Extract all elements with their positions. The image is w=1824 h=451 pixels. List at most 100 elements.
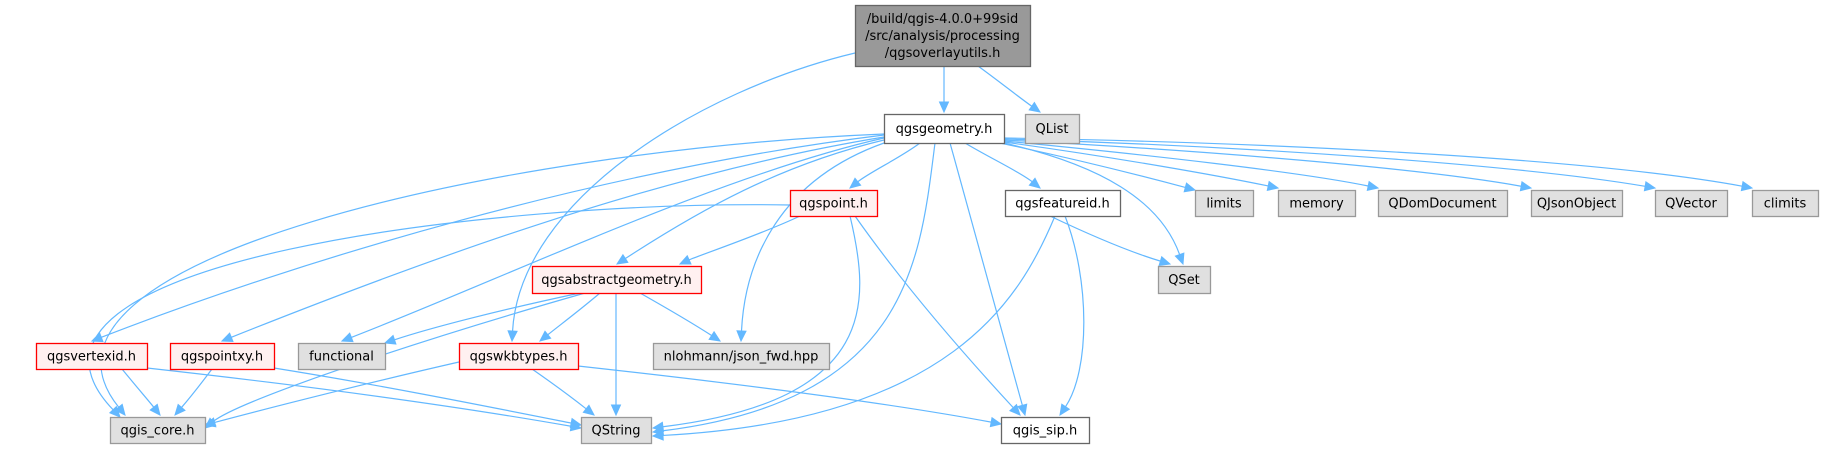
node-box (1024, 113, 1081, 145)
node-box (109, 416, 207, 445)
arrowhead-icon (507, 330, 518, 343)
node-qgspoint[interactable]: qgspoint.h (789, 189, 879, 218)
node-label: qgspoint.h (799, 197, 868, 212)
edge-line (231, 136, 885, 338)
edge-qgsgeometry-to-climits (1003, 137, 1754, 192)
node-label: qgsvertexid.h (47, 350, 136, 365)
edge-qgsgeometry-to-qgspointxy (220, 136, 885, 343)
edge-qgsgeometry-to-qset (1003, 142, 1185, 266)
edge-qgsabstractgeometry-to-qgswkbtypes (539, 292, 601, 342)
arrowhead-icon (615, 253, 629, 265)
edge-line (639, 292, 712, 337)
edge-line (688, 215, 801, 261)
node-qgsgeometry[interactable]: qgsgeometry.h (883, 113, 1006, 145)
edge-qgswkbtypes-to-qgis_core (203, 361, 460, 428)
arrowhead-icon (149, 403, 161, 416)
edge-qgspoint-to-qstring (651, 215, 861, 432)
node-qgis_sip[interactable]: qgis_sip.h (1000, 416, 1091, 445)
edge-line (351, 137, 885, 338)
node-label: qgis_core.h (121, 424, 195, 439)
edge-line (88, 204, 791, 411)
node-box (1751, 189, 1820, 218)
edge-qgspointxy-to-qgis_core (174, 368, 213, 416)
edge-root-to-qlist (977, 65, 1041, 113)
node-box (531, 265, 703, 295)
node-qgspointxy[interactable]: qgspointxy.h (169, 342, 276, 371)
node-climits: climits (1751, 189, 1820, 218)
arrowhead-icon (203, 417, 217, 428)
edge-qgsgeometry-to-qgsabstractgeometry (615, 139, 885, 265)
edge-line (547, 292, 601, 336)
edge-qgsfeatureid-to-qstring (651, 215, 1056, 441)
arrowhead-icon (736, 330, 747, 343)
node-label: qgsgeometry.h (896, 122, 993, 137)
node-label: QVector (1665, 197, 1717, 212)
node-box (169, 342, 276, 371)
arrowhead-icon (1028, 177, 1041, 189)
edge-line (857, 142, 921, 183)
edge-line (854, 215, 1014, 409)
node-box (1654, 189, 1729, 218)
edge-line (181, 368, 213, 408)
node-memory: memory (1277, 189, 1357, 218)
node-label: QDomDocument (1388, 197, 1496, 212)
arrowhead-icon (1017, 403, 1028, 417)
arrowhead-icon (708, 330, 722, 342)
node-box (1004, 189, 1122, 218)
edge-line (1003, 137, 1743, 187)
node-label: qgsfeatureid.h (1015, 197, 1109, 212)
node-box (1377, 189, 1509, 218)
node-limits: limits (1194, 189, 1255, 218)
arrowhead-icon (582, 404, 595, 416)
node-qgswkbtypes[interactable]: qgswkbtypes.h (458, 342, 580, 371)
edge-qgsabstractgeometry-to-json_fwd (639, 292, 722, 342)
edge-line (146, 367, 572, 427)
arrowhead-icon (1158, 255, 1172, 267)
node-json_fwd: nlohmann/json_fwd.hpp (652, 342, 831, 371)
arrowhead-icon (383, 334, 397, 345)
node-qgsabstractgeometry[interactable]: qgsabstractgeometry.h (531, 265, 703, 295)
node-qlist: QList (1024, 113, 1081, 145)
edge-qgswkbtypes-to-qgis_sip (577, 365, 1003, 428)
node-box (854, 4, 1032, 68)
edge-qgsgeometry-to-qgspoint (849, 142, 921, 189)
edge-qgspointxy-to-qstring (273, 367, 583, 429)
edge-line (394, 292, 581, 341)
edge-line (577, 365, 992, 423)
edge-qgsgeometry-to-functional (340, 137, 885, 343)
edge-line (964, 142, 1033, 183)
node-qgsvertexid[interactable]: qgsvertexid.h (35, 342, 149, 371)
arrowhead-icon (1028, 101, 1041, 113)
edge-qgsgeometry-to-memory (1003, 141, 1280, 192)
edge-line (531, 368, 587, 410)
arrowhead-icon (938, 101, 950, 114)
edge-qgspoint-to-qgis_core (88, 204, 791, 418)
node-label: qgspointxy.h (181, 350, 263, 365)
nodes-layer: /build/qgis-4.0.0+99sid/src/analysis/pro… (35, 4, 1820, 445)
node-box (789, 189, 879, 218)
node-qstring: QString (580, 416, 653, 445)
edge-line (625, 139, 885, 260)
node-qset: QSet (1157, 265, 1212, 295)
edge-qgswkbtypes-to-qstring (531, 368, 595, 416)
arrowhead-icon (849, 177, 862, 189)
node-label: /qgsoverlayutils.h (885, 46, 1001, 61)
node-label: functional (309, 350, 374, 365)
node-label: climits (1764, 197, 1807, 212)
node-box (35, 342, 149, 371)
edge-line (740, 142, 885, 332)
node-qgsfeatureid[interactable]: qgsfeatureid.h (1004, 189, 1122, 218)
node-label: qgsabstractgeometry.h (541, 273, 691, 288)
edge-line (214, 361, 460, 424)
edge-line (662, 215, 861, 428)
node-label: QSet (1168, 273, 1200, 288)
arrowhead-icon (1519, 180, 1533, 192)
node-box (1277, 189, 1357, 218)
edge-qgsfeatureid-to-qgis_sip (1059, 215, 1085, 417)
arrowhead-icon (1009, 403, 1021, 416)
arrowhead-icon (1366, 180, 1380, 192)
node-label: QJsonObject (1537, 197, 1616, 212)
node-label: QString (591, 424, 640, 439)
node-label: limits (1206, 197, 1242, 212)
edge-line (273, 367, 572, 424)
